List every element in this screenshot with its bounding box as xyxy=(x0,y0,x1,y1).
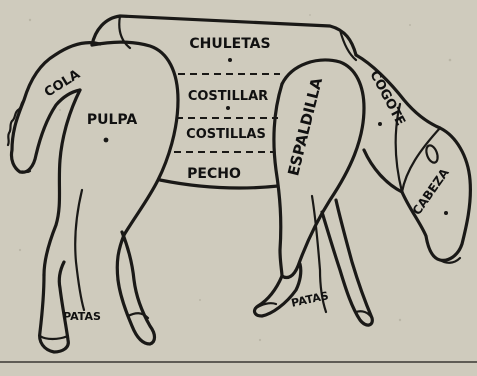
label-chuletas: CHULETAS xyxy=(189,36,270,52)
label-pulpa: PULPA xyxy=(87,112,138,128)
label-costillas: COSTILLAS xyxy=(186,127,266,142)
hind-hoof-left xyxy=(40,336,68,339)
label-espaldilla: ESPALDILLA xyxy=(284,75,326,177)
label-patas-back: PATAS xyxy=(63,310,101,323)
hind-leg-far xyxy=(75,190,84,310)
fore-leg-right xyxy=(322,200,372,325)
label-pecho: PECHO xyxy=(187,166,241,182)
eye-icon xyxy=(424,144,440,164)
tail-outline xyxy=(11,43,100,173)
hind-leg-right xyxy=(118,232,155,344)
hind-quarter-outline xyxy=(92,42,178,280)
shoulder-back-edge xyxy=(274,84,282,276)
label-costillar: COSTILLAR xyxy=(188,89,268,104)
label-cabeza: CABEZA xyxy=(410,165,453,217)
